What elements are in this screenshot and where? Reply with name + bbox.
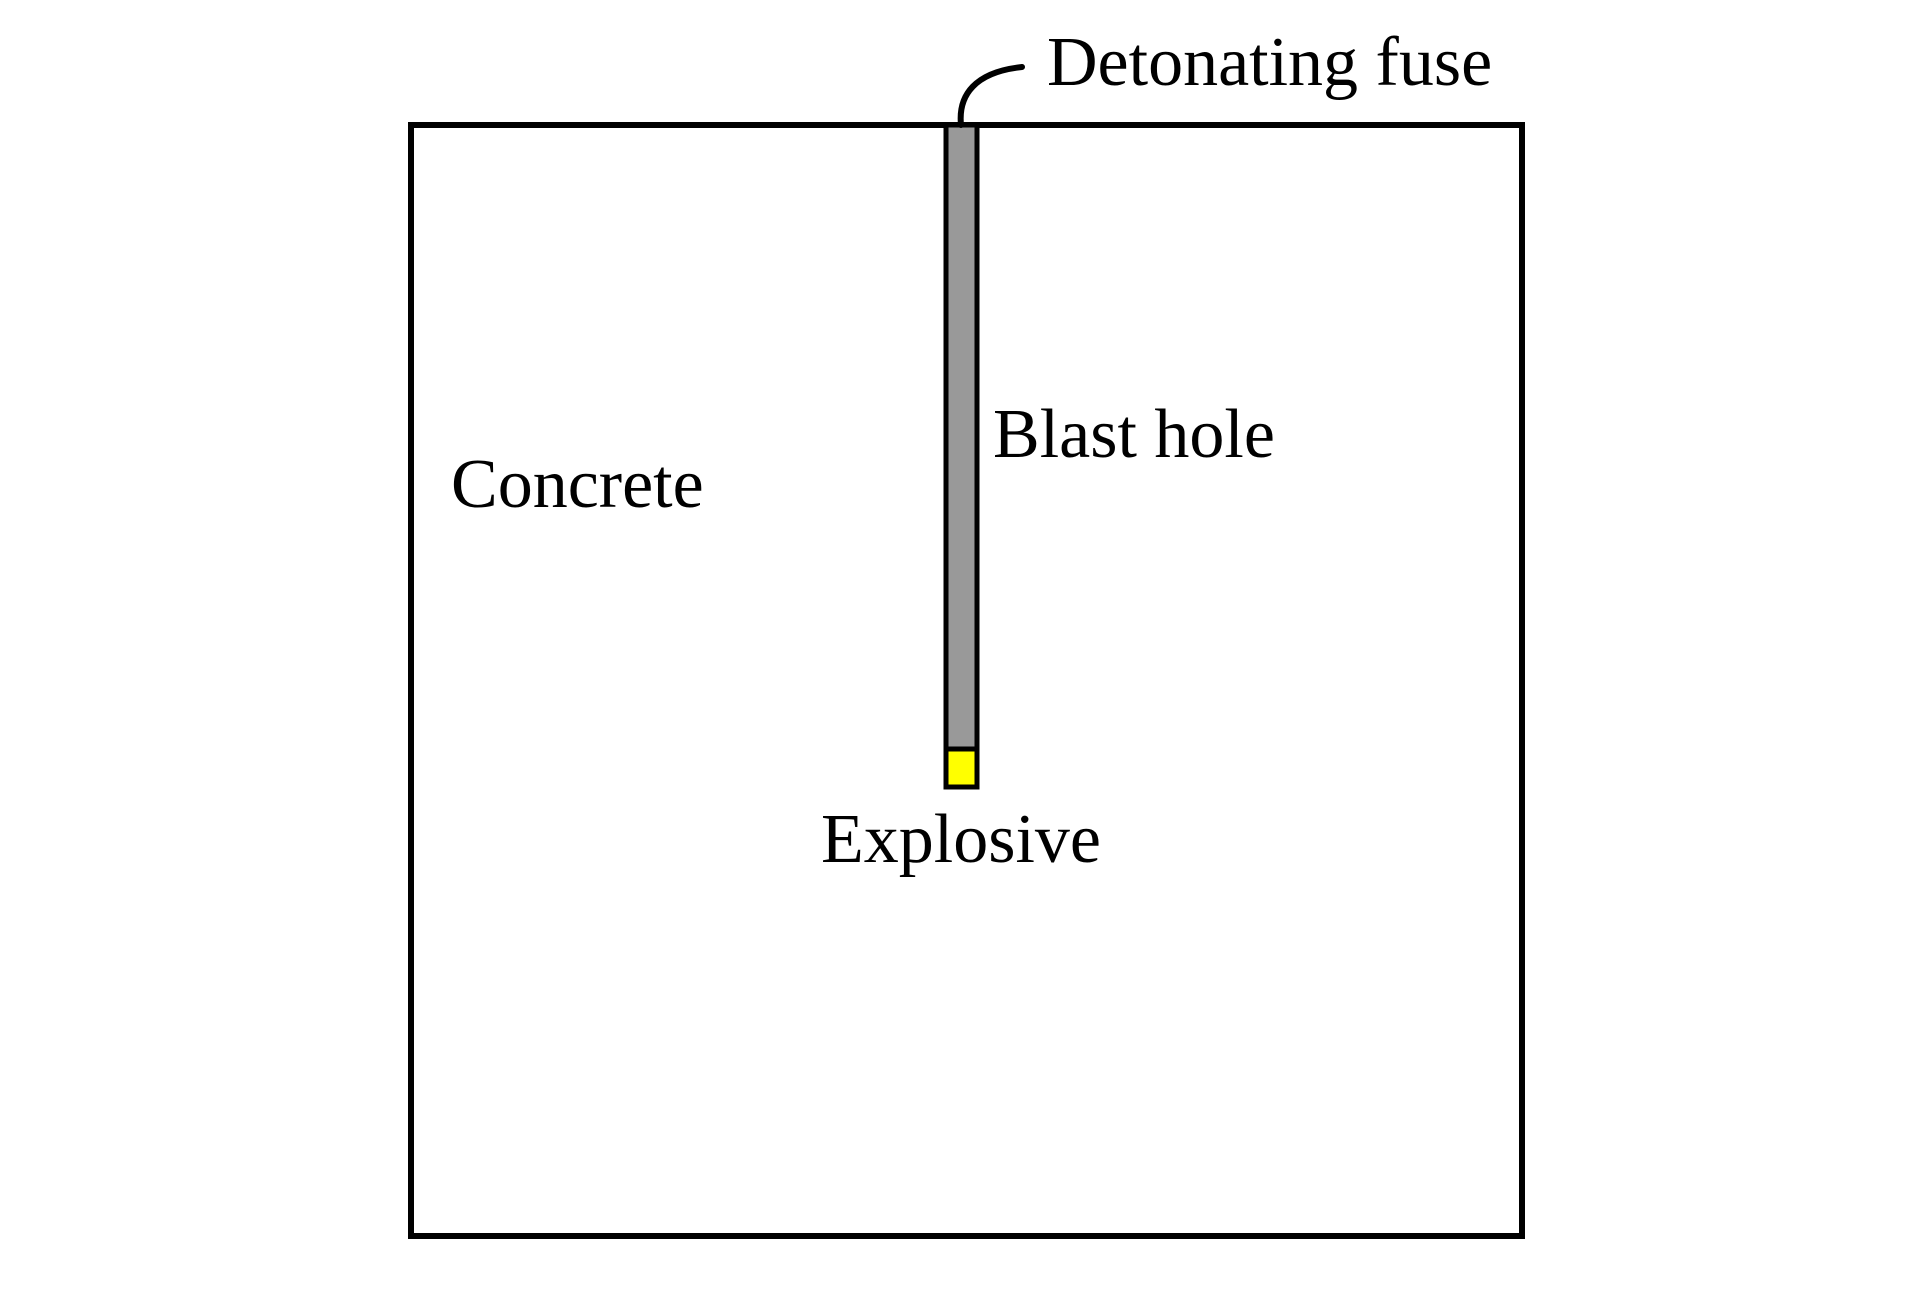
blast-hole [943,122,980,752]
explosive-charge [943,746,980,790]
detonating-fuse-label: Detonating fuse [1047,24,1492,101]
blast-hole-label: Blast hole [993,396,1275,473]
detonating-fuse-line [957,64,1025,128]
explosive-label: Explosive [821,801,1101,878]
concrete-label: Concrete [451,446,704,523]
